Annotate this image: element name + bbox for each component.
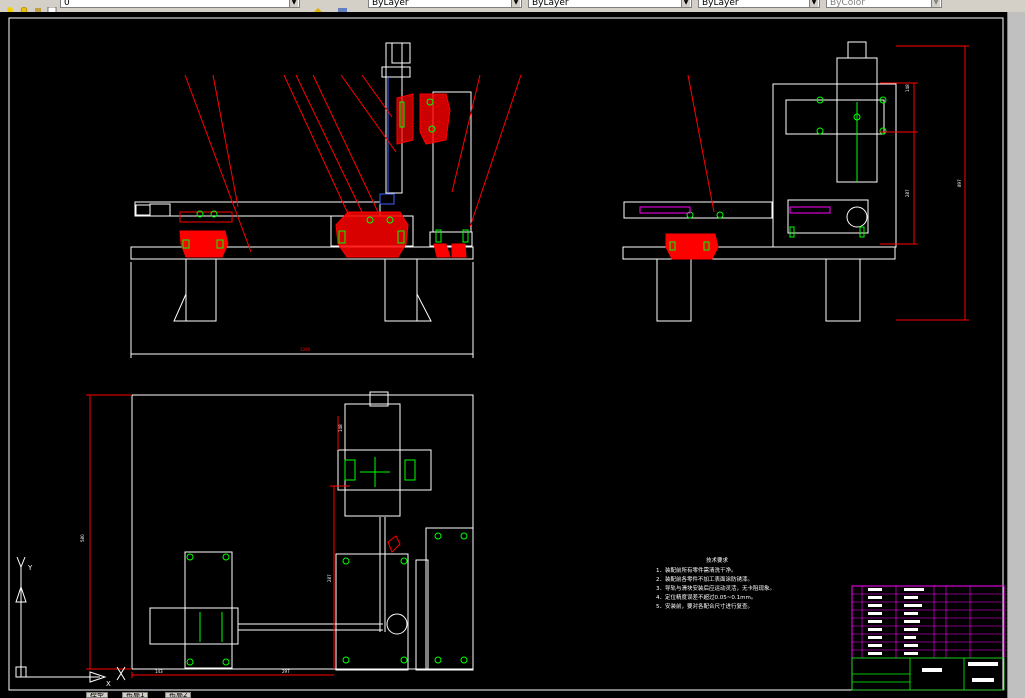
front-view-blue-parts bbox=[379, 77, 395, 205]
plan-view-red-parts bbox=[86, 394, 401, 678]
chevron-down-icon[interactable]: ▼ bbox=[511, 0, 520, 7]
front-view-leaders bbox=[184, 74, 522, 253]
chevron-down-icon[interactable]: ▼ bbox=[681, 0, 690, 7]
drawing-border bbox=[8, 17, 1004, 691]
front-view bbox=[130, 42, 474, 322]
layer-previous-icon[interactable] bbox=[336, 0, 348, 12]
color-select[interactable]: ByLayer ▼ bbox=[368, 0, 522, 8]
ucs-y-label: Y bbox=[28, 564, 33, 572]
technical-notes-heading: 技术要求 bbox=[706, 558, 729, 564]
technical-note-line: 1．装配前所有零件需清洗干净。 bbox=[656, 568, 737, 574]
chevron-down-icon[interactable]: ▼ bbox=[809, 0, 818, 7]
properties-toolbar: 0 ▼ ByLayer ▼ ByLayer ▼ ByLayer ▼ ByColo… bbox=[0, 0, 1025, 13]
linetype-select[interactable]: ByLayer ▼ bbox=[528, 0, 692, 8]
front-view-green-bolts bbox=[182, 98, 469, 249]
side-view-red-parts bbox=[665, 233, 719, 260]
title-block bbox=[851, 585, 1005, 691]
drawing-svg[interactable]: 1080 148 287 897 bbox=[0, 12, 1007, 692]
side-view-height-dim: 897 bbox=[957, 179, 962, 187]
plan-view bbox=[131, 391, 474, 671]
layer-color-swatch-icon[interactable] bbox=[46, 0, 58, 12]
ucs-icon bbox=[15, 556, 126, 683]
side-view-small-dim-2: 287 bbox=[905, 189, 910, 197]
lineweight-select[interactable]: ByLayer ▼ bbox=[698, 0, 820, 8]
layer-select[interactable]: 0 ▼ bbox=[60, 0, 300, 8]
plan-view-height-dim: 580 bbox=[80, 534, 85, 542]
plan-view-green-bolts bbox=[186, 457, 468, 666]
side-view bbox=[622, 41, 897, 322]
front-view-dimension bbox=[130, 262, 474, 358]
side-view-leaders bbox=[687, 45, 969, 321]
plan-view-bottom-dim-2: 297 bbox=[282, 669, 290, 674]
side-view-magenta-parts bbox=[639, 206, 831, 214]
linetype-select-value: ByLayer bbox=[532, 0, 569, 8]
lineweight-select-value: ByLayer bbox=[702, 0, 739, 8]
ucs-x-label: X bbox=[106, 680, 111, 688]
chevron-down-icon[interactable]: ▼ bbox=[931, 0, 940, 7]
plan-view-bottom-dim-1: 143 bbox=[155, 669, 163, 674]
tab-layout1[interactable]: 布局1 bbox=[122, 692, 149, 698]
freeze-icon[interactable] bbox=[18, 0, 30, 12]
tab-layout2[interactable]: 布局2 bbox=[165, 692, 192, 698]
color-select-value: ByLayer bbox=[372, 0, 409, 8]
tab-model[interactable]: 模型 bbox=[86, 692, 108, 698]
plotstyle-select-value: ByColor bbox=[830, 0, 865, 8]
make-current-layer-icon[interactable] bbox=[312, 0, 324, 12]
side-view-green-bolts bbox=[669, 96, 887, 251]
chevron-down-icon[interactable]: ▼ bbox=[289, 0, 298, 7]
technical-note-line: 3．导轨与滑块安装后应运动灵活，无卡阻现象。 bbox=[656, 586, 776, 592]
technical-note-line: 5．安装前，要对各配合尺寸进行复查。 bbox=[656, 604, 754, 610]
plan-view-small-dim-1: 148 bbox=[338, 424, 343, 432]
side-view-small-dim-1: 148 bbox=[905, 84, 910, 92]
layer-state-icon[interactable] bbox=[4, 0, 16, 12]
lock-icon[interactable] bbox=[32, 0, 44, 12]
layer-select-value: 0 bbox=[64, 0, 70, 8]
plotstyle-select[interactable]: ByColor ▼ bbox=[826, 0, 942, 8]
technical-note-line: 4．定位精度误差不超过0.05~0.1mm。 bbox=[656, 595, 757, 601]
drawing-canvas[interactable]: 1080 148 287 897 bbox=[0, 12, 1007, 692]
technical-note-line: 2．装配前各零件不加工表面涂防锈漆。 bbox=[656, 577, 754, 583]
layout-tabs: 模型 布局1 布局2 bbox=[0, 692, 1007, 698]
plan-view-small-dim-2: 287 bbox=[327, 574, 332, 582]
vertical-scrollbar[interactable] bbox=[1007, 12, 1025, 698]
front-view-width-dim: 1080 bbox=[300, 347, 311, 352]
